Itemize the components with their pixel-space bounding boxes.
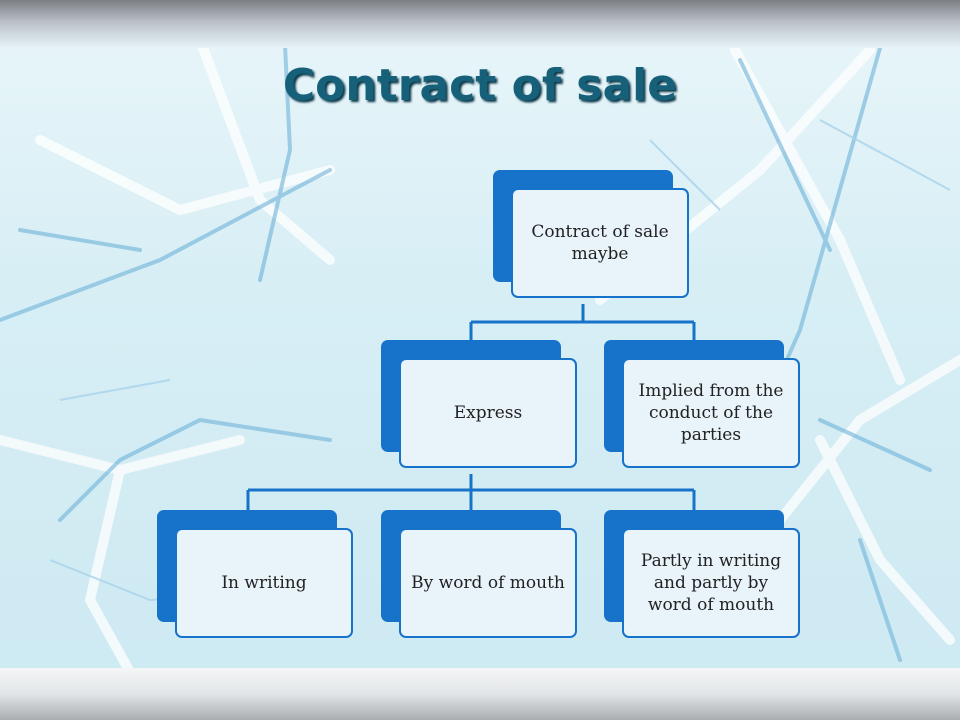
node-root-label: Contract of sale maybe xyxy=(531,221,669,264)
node-word-of-mouth-box: By word of mouth xyxy=(399,528,577,638)
top-band xyxy=(0,0,960,48)
node-partly-label: Partly in writing and partly by word of … xyxy=(640,550,782,616)
slide-title: Contract of sale xyxy=(282,60,678,111)
node-express-box: Express xyxy=(399,358,577,468)
node-word-of-mouth-label: By word of mouth xyxy=(411,572,565,593)
node-implied-label: Implied from the conduct of the parties xyxy=(638,380,784,446)
bottom-band xyxy=(0,668,960,720)
node-implied-box: Implied from the conduct of the parties xyxy=(622,358,800,468)
node-in-writing-box: In writing xyxy=(175,528,353,638)
node-express-label: Express xyxy=(453,402,523,423)
node-in-writing-label: In writing xyxy=(221,572,307,593)
node-partly-box: Partly in writing and partly by word of … xyxy=(622,528,800,638)
node-root-box: Contract of sale maybe xyxy=(511,188,689,298)
